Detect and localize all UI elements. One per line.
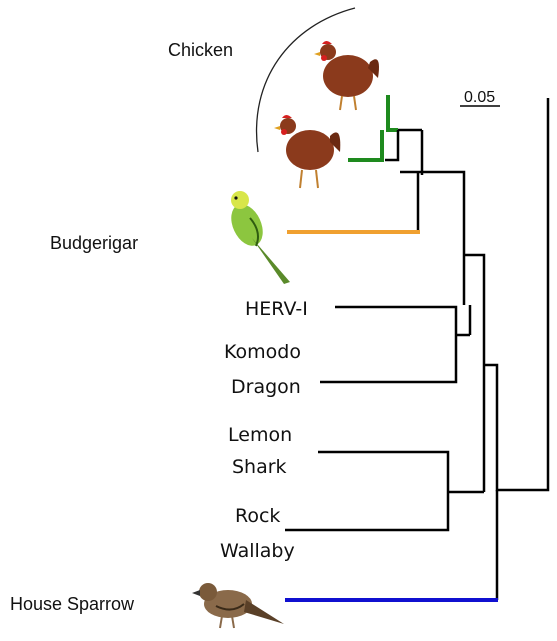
taxon-label-shark: Shark xyxy=(232,456,287,478)
taxon-label-komodo: Komodo xyxy=(224,341,301,363)
taxon-label-dragon: Dragon xyxy=(231,376,301,398)
tree-branches xyxy=(285,98,548,600)
budgerigar-illustration xyxy=(225,191,290,284)
scale-bar-label: 0.05 xyxy=(464,89,495,106)
chicken-illustration-bottom xyxy=(274,115,340,188)
taxon-label-budgerigar: Budgerigar xyxy=(50,233,138,253)
house-sparrow-illustration xyxy=(192,583,284,628)
taxon-label-wallaby: Wallaby xyxy=(220,540,295,562)
taxon-label-chicken: Chicken xyxy=(168,40,233,60)
taxon-label-herv: HERV-I xyxy=(245,298,308,320)
chicken-illustration-top xyxy=(314,41,379,110)
taxon-label-rock: Rock xyxy=(235,505,280,527)
taxon-label-house-sparrow: House Sparrow xyxy=(10,594,135,614)
taxon-label-lemon: Lemon xyxy=(228,424,292,446)
